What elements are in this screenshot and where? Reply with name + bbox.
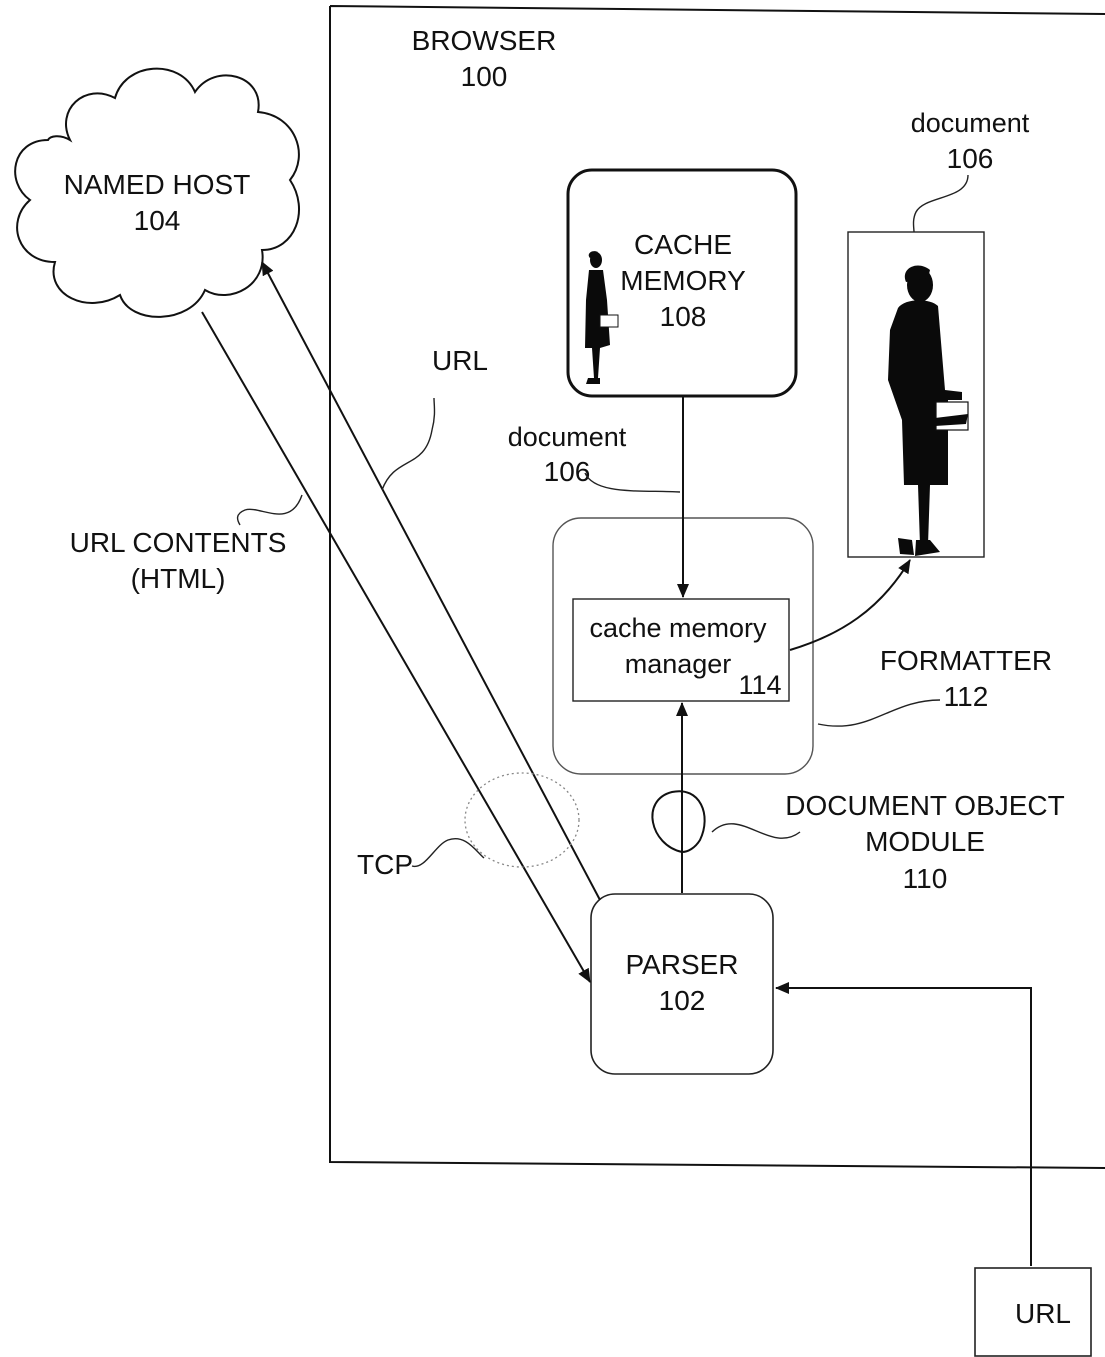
url-contents-line2: (HTML)	[131, 563, 226, 594]
parser-to-host-arrow	[261, 261, 601, 901]
tcp-leader	[411, 838, 485, 867]
dom-loop	[651, 790, 706, 853]
cache-memory-line2: MEMORY	[620, 265, 746, 296]
tcp-ellipse	[464, 772, 580, 868]
document-top-number: 106	[947, 143, 994, 174]
document-frame	[847, 231, 985, 558]
browser-title: BROWSER	[412, 25, 557, 56]
formatter-leader	[817, 699, 941, 727]
named-host-title: NAMED HOST	[64, 169, 251, 200]
url-to-parser-arrow	[775, 982, 1032, 1266]
dom-line2: MODULE	[865, 826, 985, 857]
document-top-title: document	[911, 108, 1030, 138]
cache-memory-number: 108	[660, 301, 707, 332]
cache-memory-box	[566, 168, 798, 398]
url-leader	[381, 397, 436, 491]
cache-manager-number: 114	[738, 670, 781, 700]
cache-manager-line2: manager	[625, 649, 732, 679]
named-host-number: 104	[134, 205, 181, 236]
url-input-box	[974, 1267, 1092, 1357]
cache-memory-line1: CACHE	[634, 229, 732, 260]
document-mid-title: document	[508, 422, 627, 452]
url-contents-leader	[236, 494, 303, 526]
manager-to-document-arrow	[789, 559, 911, 651]
document-mid-number: 106	[544, 456, 591, 487]
url-contents-line1: URL CONTENTS	[70, 527, 287, 558]
dom-number: 110	[903, 863, 948, 894]
dom-leader	[711, 823, 801, 839]
tcp-label: TCP	[357, 849, 413, 880]
dom-line1: DOCUMENT OBJECT	[785, 790, 1065, 821]
formatter-number: 112	[944, 681, 989, 712]
browser-number: 100	[461, 61, 508, 92]
parser-box	[590, 893, 774, 1075]
document-top-leader	[912, 174, 969, 233]
woman-silhouette-small-icon	[585, 251, 619, 384]
named-host-cloud	[14, 67, 300, 318]
cache-manager-line1: cache memory	[589, 613, 767, 643]
url-arrow-label: URL	[432, 345, 488, 376]
document-mid-leader	[584, 472, 681, 493]
parser-number: 102	[659, 985, 706, 1016]
url-box-label: URL	[1015, 1298, 1071, 1329]
woman-silhouette-large-icon	[888, 265, 969, 556]
browser-frame	[329, 5, 1105, 1169]
host-to-parser-arrow	[201, 311, 591, 983]
formatter-title: FORMATTER	[880, 645, 1052, 676]
cache-manager-box	[572, 598, 790, 702]
parser-title: PARSER	[625, 949, 738, 980]
